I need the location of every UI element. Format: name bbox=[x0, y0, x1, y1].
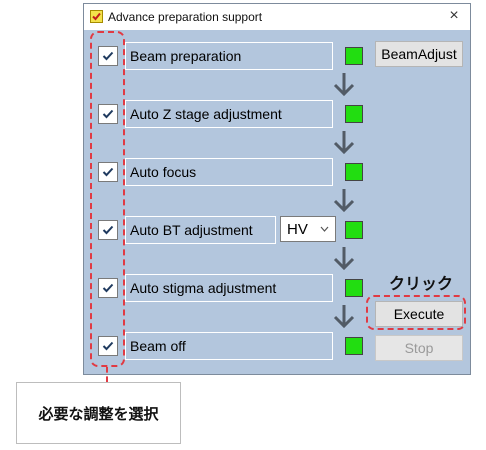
step-label-auto-z-stage: Auto Z stage adjustment bbox=[130, 106, 282, 122]
check-icon bbox=[102, 109, 114, 119]
hv-select[interactable]: HV bbox=[280, 216, 336, 242]
step-row-auto-z-stage: Auto Z stage adjustment bbox=[98, 100, 368, 128]
checkbox-highlight-frame bbox=[90, 31, 125, 367]
checkbox-auto-bt[interactable] bbox=[98, 220, 118, 240]
step-label-beam-preparation: Beam preparation bbox=[130, 48, 242, 64]
status-led-auto-bt bbox=[345, 221, 363, 239]
step-row-beam-preparation: Beam preparation bbox=[98, 42, 363, 70]
step-label-box: Auto focus bbox=[125, 158, 333, 186]
status-led-auto-z-stage bbox=[345, 105, 363, 123]
callout-text: 必要な調整を選択 bbox=[38, 406, 159, 423]
execute-button[interactable]: Execute bbox=[375, 301, 463, 327]
callout-connector bbox=[106, 367, 108, 382]
checkbox-auto-stigma[interactable] bbox=[98, 278, 118, 298]
step-row-auto-bt: Auto BT adjustment HV bbox=[98, 216, 368, 244]
step-row-auto-focus: Auto focus bbox=[98, 158, 368, 186]
step-label-box: Auto stigma adjustment bbox=[125, 274, 333, 302]
arrow-down-icon bbox=[333, 305, 355, 329]
status-led-auto-stigma bbox=[345, 279, 363, 297]
chevron-down-icon bbox=[320, 226, 329, 232]
checkbox-auto-focus[interactable] bbox=[98, 162, 118, 182]
step-label-auto-stigma: Auto stigma adjustment bbox=[130, 280, 277, 296]
step-label-auto-bt: Auto BT adjustment bbox=[130, 222, 253, 238]
hv-select-value: HV bbox=[287, 221, 308, 238]
window-title: Advance preparation support bbox=[108, 10, 263, 24]
execute-highlight-frame bbox=[366, 295, 466, 330]
check-icon bbox=[102, 167, 114, 177]
app-check-icon bbox=[90, 10, 103, 23]
step-label-auto-focus: Auto focus bbox=[130, 164, 197, 180]
close-icon[interactable]: × bbox=[449, 7, 459, 24]
advance-preparation-window: Advance preparation support × Beam prepa… bbox=[83, 3, 471, 375]
checkbox-auto-z-stage[interactable] bbox=[98, 104, 118, 124]
click-annotation: クリック bbox=[389, 276, 454, 293]
select-adjustments-callout: 必要な調整を選択 bbox=[16, 382, 181, 444]
step-row-auto-stigma: Auto stigma adjustment bbox=[98, 274, 368, 302]
check-icon bbox=[102, 283, 114, 293]
arrow-down-icon bbox=[333, 189, 355, 213]
beam-adjust-button[interactable]: BeamAdjust bbox=[375, 41, 463, 67]
checkbox-beam-preparation[interactable] bbox=[98, 46, 118, 66]
check-icon bbox=[102, 225, 114, 235]
arrow-down-icon bbox=[333, 247, 355, 271]
check-icon bbox=[102, 51, 114, 61]
step-label-box: Beam off bbox=[125, 332, 333, 360]
status-led-beam-preparation bbox=[345, 47, 363, 65]
status-led-auto-focus bbox=[345, 163, 363, 181]
checkbox-beam-off[interactable] bbox=[98, 336, 118, 356]
step-label-box: Auto BT adjustment bbox=[125, 216, 276, 244]
step-label-beam-off: Beam off bbox=[130, 338, 186, 354]
arrow-down-icon bbox=[333, 73, 355, 97]
check-icon bbox=[102, 341, 114, 351]
step-label-box: Auto Z stage adjustment bbox=[125, 100, 333, 128]
arrow-down-icon bbox=[333, 131, 355, 155]
step-row-beam-off: Beam off bbox=[98, 332, 368, 360]
step-label-box: Beam preparation bbox=[125, 42, 333, 70]
stop-button[interactable]: Stop bbox=[375, 335, 463, 361]
title-bar: Advance preparation support × bbox=[84, 4, 470, 30]
status-led-beam-off bbox=[345, 337, 363, 355]
